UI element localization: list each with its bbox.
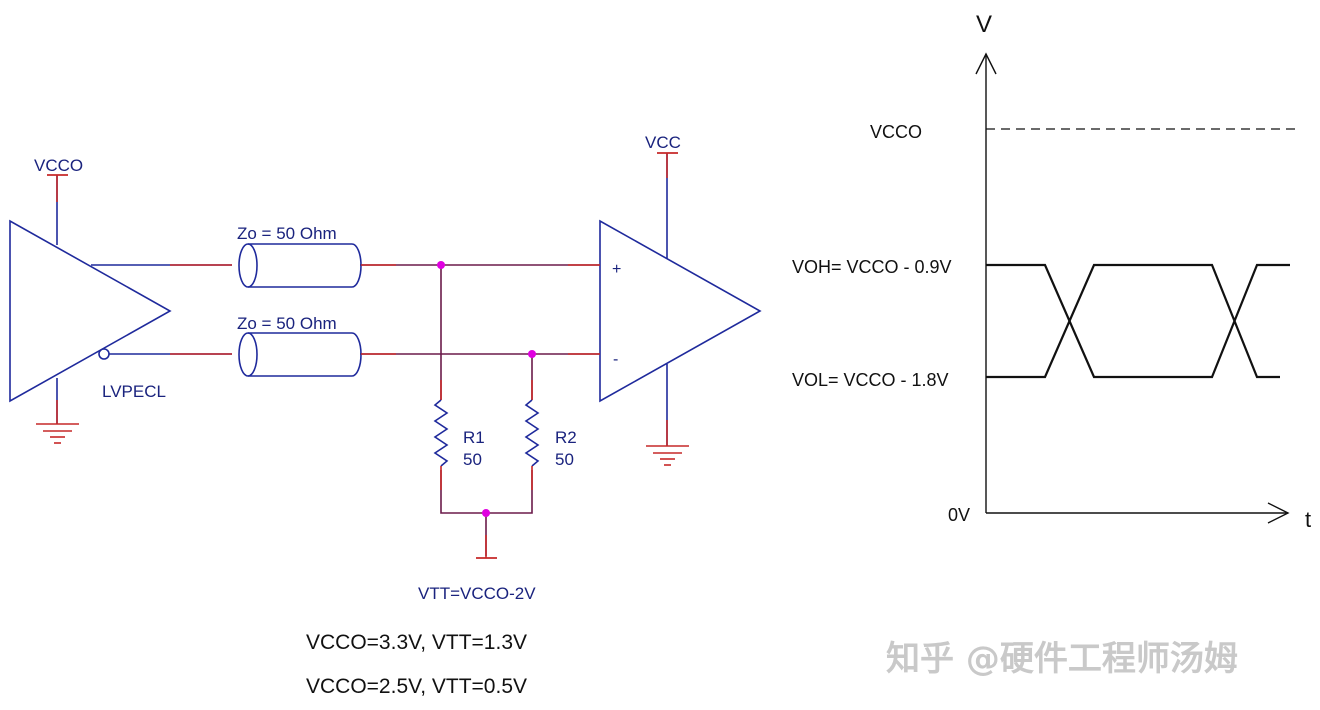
- y-axis-arrow: [975, 52, 997, 75]
- plus-input-label: +: [612, 261, 621, 278]
- line-top-label: Zo = 50 Ohm: [237, 224, 337, 243]
- x-axis-arrow: [1267, 502, 1290, 524]
- wires: [360, 264, 600, 556]
- driver-triangle: [9, 219, 172, 403]
- receiver-supply-label: VCC: [645, 133, 681, 152]
- receiver-ground-icon: [646, 445, 689, 466]
- y-axis-label: V: [976, 11, 992, 38]
- r1-value-label: 50: [463, 450, 482, 469]
- voh-level-label: VOH= VCCO - 0.9V: [792, 257, 952, 277]
- junction-node-vtt: [482, 509, 490, 517]
- vtt-label: VTT=VCCO-2V: [418, 584, 536, 603]
- watermark: 知乎 @硬件工程师汤姆: [886, 639, 1238, 679]
- inversion-bubble: [98, 348, 110, 360]
- r2-value-label: 50: [555, 450, 574, 469]
- junction-node-top: [437, 261, 445, 269]
- driver-amplifier: [9, 174, 232, 444]
- junction-node-bottom: [528, 350, 536, 358]
- vtt-terminal: [476, 535, 497, 559]
- driver-supply-label: VCCO: [34, 156, 83, 175]
- wire-resistor-bottom: [440, 470, 533, 514]
- minus-input-label: -: [613, 351, 618, 368]
- waveform-plot: [975, 52, 1295, 524]
- r2-name-label: R2: [555, 428, 577, 447]
- vol-level-label: VOL= VCCO - 1.8V: [792, 370, 949, 390]
- receiver-triangle: [599, 219, 762, 403]
- receiver-amplifier: [568, 152, 762, 466]
- r1-name-label: R1: [463, 428, 485, 447]
- line-bottom-label: Zo = 50 Ohm: [237, 314, 337, 333]
- transmission-line-bottom: [238, 332, 396, 377]
- driver-ground-icon: [36, 423, 79, 444]
- note-line-1: VCCO=3.3V, VTT=1.3V: [306, 631, 527, 654]
- vcco-level-label: VCCO: [870, 122, 922, 142]
- resistor-r2: [524, 380, 540, 490]
- note-line-2: VCCO=2.5V, VTT=0.5V: [306, 675, 527, 698]
- resistor-r1: [433, 380, 449, 490]
- x-axis-label: t: [1305, 507, 1311, 532]
- transmission-line-top: [238, 243, 396, 288]
- driver-label: LVPECL: [102, 382, 166, 401]
- signal-traces: [986, 263, 1290, 379]
- zero-level-label: 0V: [948, 505, 970, 525]
